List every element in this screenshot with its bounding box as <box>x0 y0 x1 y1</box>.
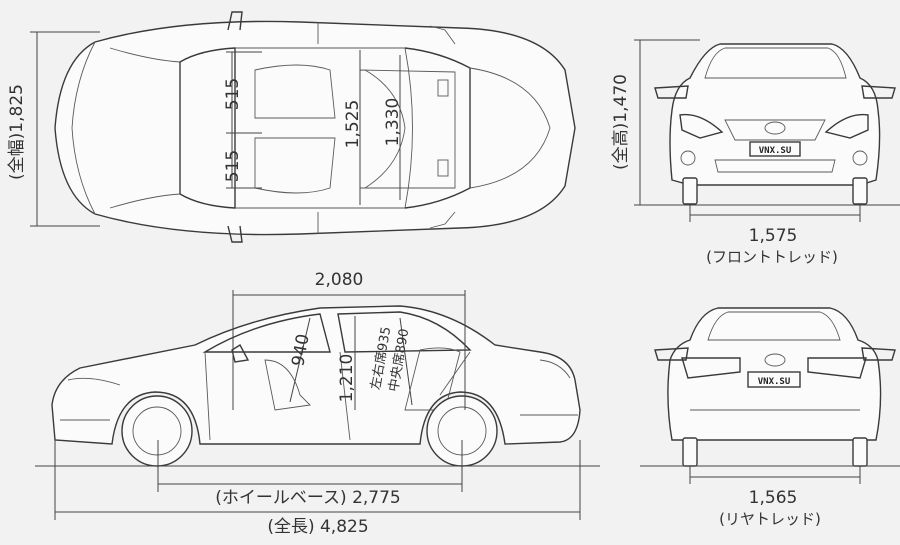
front-wheel <box>121 395 193 467</box>
rear-tread-label: (リヤトレッド) <box>719 510 821 528</box>
rear-tread-value: 1,565 <box>749 488 798 508</box>
rear-view-dimensions <box>640 465 900 484</box>
side-view-dimensions <box>35 290 600 520</box>
top-view-car <box>54 11 576 243</box>
front-tread-label: (フロントトレッド) <box>706 248 838 266</box>
front-view-car <box>654 43 896 205</box>
top-view-dimensions <box>30 31 401 227</box>
rear-view-car <box>654 307 896 467</box>
overall-height-label: (全高)1,470 <box>611 74 631 170</box>
seat-width-rear-label: 515 <box>223 78 243 110</box>
rear-license-plate <box>747 371 801 388</box>
seat-width-front-label: 515 <box>223 150 243 182</box>
wheelbase-label: (ホイールベース) 2,775 <box>215 488 401 508</box>
interior-height-label: 1,210 <box>337 354 357 403</box>
interior-width-2-label: 1,330 <box>383 98 403 147</box>
front-tread-value: 1,575 <box>749 226 798 246</box>
interior-length-label: 2,080 <box>315 270 364 290</box>
front-plate-text: VNX.SU <box>759 146 792 156</box>
interior-width-1-label: 1,525 <box>343 100 363 149</box>
rear-plate-text: VNX.SU <box>758 377 791 387</box>
side-view-car <box>51 305 581 467</box>
overall-width-label: (全幅)1,825 <box>7 84 27 180</box>
front-license-plate <box>749 141 801 157</box>
front-view-dimensions <box>634 39 900 222</box>
overall-length-label: (全長) 4,825 <box>267 517 368 537</box>
